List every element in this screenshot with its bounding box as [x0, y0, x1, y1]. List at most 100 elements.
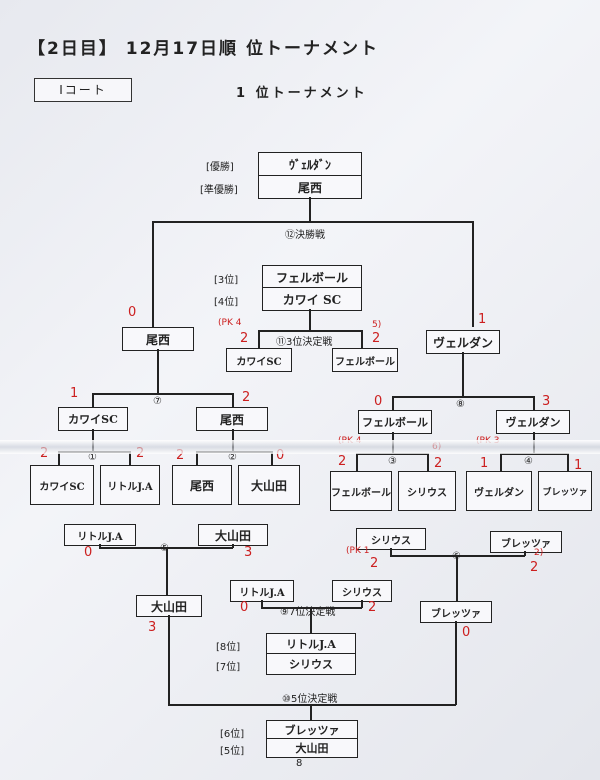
bracket-line — [310, 607, 312, 635]
bracket-line — [99, 544, 101, 548]
score: 2 — [434, 456, 443, 471]
bracket-line — [392, 396, 534, 398]
seventh-box: シリウス — [266, 653, 356, 675]
bracket-line — [427, 453, 429, 471]
score: 0 — [374, 394, 383, 409]
round1-team-box: シリウス — [398, 471, 456, 511]
third-label: [3位] — [214, 275, 239, 286]
pk-score: 5) — [372, 320, 382, 330]
page-title: 【2日目】 12月17日順 位トーナメント — [28, 39, 379, 59]
score: 3 — [542, 394, 551, 409]
bracket-line — [390, 555, 525, 557]
consolation-team-box: ブレッツァ — [490, 531, 562, 553]
bracket-line — [261, 600, 263, 608]
score: 3 — [148, 620, 157, 635]
bracket-line — [258, 330, 362, 332]
round1-team-box: ヴェルダン — [466, 471, 532, 511]
bracket-line — [567, 453, 569, 471]
bracket-line — [168, 615, 170, 705]
score: 0 — [276, 448, 285, 463]
runner-up-label: [準優勝] — [200, 185, 238, 196]
fourth-label: [4位] — [214, 297, 239, 308]
champion-box: ｳﾞｪﾙﾀﾞﾝ — [258, 152, 362, 176]
bracket-line — [258, 330, 260, 348]
eighth-label: [8位] — [216, 642, 241, 653]
third-box: フェルボール — [262, 265, 362, 289]
tournament-subtitle: 1 位トーナメント — [236, 86, 368, 101]
round1-team-box: カワイSC — [30, 465, 94, 505]
bracket-line — [232, 544, 234, 548]
bracket-line — [58, 451, 60, 465]
score: 2 — [242, 390, 251, 405]
match-3-label: ③ — [388, 456, 397, 467]
consolation-team-box: リトルJ.A — [64, 524, 136, 546]
bracket-line — [196, 451, 198, 465]
bracket-line — [310, 704, 312, 720]
bracket-line — [309, 197, 311, 222]
page-number: 8 — [296, 758, 303, 769]
score: 0 — [128, 305, 137, 320]
bracket-line — [533, 396, 535, 410]
match-5-label: ⑤ — [160, 543, 169, 554]
bracket-line — [166, 547, 168, 595]
score: 0 — [462, 625, 471, 640]
bracket-line — [152, 221, 154, 327]
match-2-label: ② — [228, 452, 237, 463]
score: 3 — [244, 545, 253, 560]
semifinal-winner-box: 尾西 — [122, 327, 194, 351]
bracket-line — [168, 704, 456, 706]
match-8-label: ⑧ — [456, 399, 465, 410]
score: 0 — [84, 545, 93, 560]
round1-team-box: 大山田 — [238, 465, 300, 505]
bracket-line — [456, 555, 458, 601]
bracket-line — [361, 600, 363, 608]
third-match-team: カワイSC — [226, 348, 292, 372]
score: 1 — [478, 312, 487, 327]
score: 2 — [368, 600, 377, 615]
court-label: Ⅰコート — [34, 78, 132, 102]
match-9-label: ⑨7位決定戦 — [280, 607, 336, 618]
bracket-line — [309, 309, 311, 330]
fourth-box: カワイ SC — [262, 287, 362, 311]
score: 1 — [480, 456, 489, 471]
score: 2 — [176, 448, 185, 463]
round2-team-box: ヴェルダン — [496, 410, 570, 434]
seventh-match-team: シリウス — [332, 580, 392, 602]
bracket-line — [152, 221, 473, 223]
pk-score: 2) — [534, 548, 544, 558]
score: 1 — [70, 386, 79, 401]
round1-team-box: 尾西 — [172, 465, 232, 505]
champion-label: [優勝] — [206, 162, 234, 173]
round1-team-box: リトルJ.A — [100, 465, 160, 505]
bracket-line — [356, 453, 358, 471]
bracket-line — [390, 548, 392, 556]
fifth-match-team: 大山田 — [136, 595, 202, 617]
bracket-line — [271, 451, 273, 465]
round2-team-box: カワイSC — [58, 407, 128, 431]
bracket-line — [92, 393, 233, 395]
score: 2 — [240, 331, 249, 346]
score: 2 — [372, 331, 381, 346]
bracket-line — [462, 352, 464, 397]
fifth-label: [5位] — [220, 746, 245, 757]
bracket-line — [129, 451, 131, 465]
round1-team-box: ブレッツァ — [538, 471, 592, 511]
round2-team-box: 尾西 — [196, 407, 268, 431]
score: 0 — [240, 600, 249, 615]
bracket-line — [455, 621, 457, 705]
round1-team-box: フェルボール — [330, 471, 392, 511]
fifth-box: 大山田 — [266, 738, 358, 758]
bracket-line — [472, 221, 474, 327]
bracket-line — [524, 551, 526, 556]
pk-score: (PK 1 — [346, 546, 370, 556]
bracket-line — [500, 453, 502, 471]
bracket-line — [392, 396, 394, 410]
third-match-team: フェルボール — [332, 348, 398, 372]
score: 2 — [370, 556, 379, 571]
bracket-line — [157, 349, 159, 394]
bracket-line — [361, 330, 363, 348]
eighth-box: リトルJ.A — [266, 633, 356, 655]
semifinal-winner-box: ヴェルダン — [426, 330, 500, 354]
score: 2 — [530, 560, 539, 575]
match-12-label: ⑫決勝戦 — [285, 230, 325, 241]
